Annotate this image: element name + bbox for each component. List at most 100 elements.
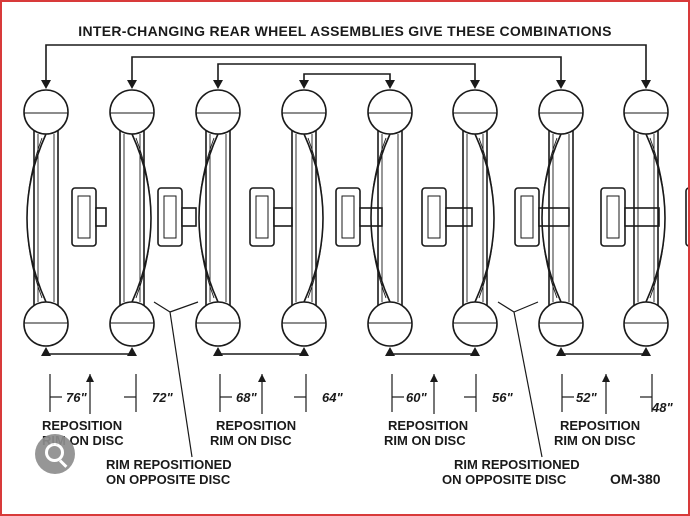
wheel-disc [303, 133, 324, 303]
tire-top [367, 89, 413, 135]
tire-top [195, 89, 241, 135]
dimension-label: 60" [406, 390, 427, 405]
wheel-assemblies [23, 89, 688, 347]
hub-flange [163, 195, 177, 239]
axle-shaft [445, 207, 473, 227]
tire-bottom [452, 301, 498, 347]
wheel-disc-inner [26, 137, 43, 299]
wheel-assembly [452, 89, 570, 347]
reposition-label: REPOSITION [560, 418, 640, 433]
wheel-disc-inner [307, 137, 324, 299]
reposition-label: REPOSITION [216, 418, 296, 433]
connector-line [45, 353, 133, 355]
wheel-disc [198, 133, 219, 303]
wheel-assembly [23, 89, 107, 347]
arrow-head [470, 80, 480, 89]
hub-flange [520, 195, 534, 239]
arrow-head [556, 347, 566, 356]
wheel-disc-inner [649, 137, 666, 299]
tire-top [538, 89, 584, 135]
connector-line [389, 353, 476, 355]
axle-shaft [95, 207, 107, 227]
hub-flange [341, 195, 355, 239]
repositioned-label: ON OPPOSITE DISC [442, 472, 567, 487]
arrow-head [127, 347, 137, 356]
connector-line [303, 73, 391, 80]
tire-bottom [281, 301, 327, 347]
connector-line [45, 44, 647, 80]
arrow-head [41, 347, 51, 356]
wheel-assembly [623, 89, 688, 347]
dimension-label: 56" [492, 390, 513, 405]
wheel-assembly [109, 89, 197, 347]
leader-line [513, 301, 539, 313]
arrow-head [470, 347, 480, 356]
wheel-disc [26, 133, 47, 303]
interchange-arrows [41, 44, 653, 458]
figure-code: OM-380 [610, 471, 661, 487]
wheel-disc [131, 133, 152, 303]
wheel-disc-inner [198, 137, 215, 299]
search-lens [45, 443, 64, 462]
tire-bottom [109, 301, 155, 347]
arrow-head [127, 80, 137, 89]
search-handle [58, 459, 68, 468]
reposition-label: REPOSITION [42, 418, 122, 433]
tire-top [623, 89, 669, 135]
axle-shaft [273, 207, 293, 227]
wheel-disc-inner [541, 137, 558, 299]
connector-line [560, 353, 647, 355]
repositioned-label: ON OPPOSITE DISC [106, 472, 231, 487]
hub [685, 187, 688, 247]
dimension-label: 52" [576, 390, 597, 405]
hub-flange [427, 195, 441, 239]
tire-top [452, 89, 498, 135]
tire-top [23, 89, 69, 135]
arrow-head [385, 80, 395, 89]
connector-line [131, 56, 562, 80]
search-icon[interactable] [35, 434, 75, 474]
wheel-assembly [281, 89, 383, 347]
axle-shaft [181, 207, 197, 227]
wheel-disc-inner [135, 137, 152, 299]
arrow-head [41, 80, 51, 89]
tire-top [281, 89, 327, 135]
dimension-label: 76" [66, 390, 87, 405]
tire-top [109, 89, 155, 135]
dimension-label: 48" [651, 400, 673, 415]
leader-line [497, 301, 543, 458]
dimension-label: 68" [236, 390, 257, 405]
arrow-head [299, 80, 309, 89]
reposition-label: REPOSITION [388, 418, 468, 433]
repositioned-label: RIM REPOSITIONED [454, 457, 580, 472]
arrow-head [299, 347, 309, 356]
arrow-head [86, 374, 94, 382]
diagram-title: INTER-CHANGING REAR WHEEL ASSEMBLIES GIV… [78, 23, 611, 39]
leader-line [153, 301, 193, 458]
wheel-assembly [367, 89, 473, 347]
tire-bottom [195, 301, 241, 347]
arrow-head [602, 374, 610, 382]
arrow-head [556, 80, 566, 89]
connector-line [217, 353, 305, 355]
wheel-disc-inner [370, 137, 387, 299]
axle-shaft [538, 207, 570, 227]
arrow-head [258, 374, 266, 382]
arrow-head [430, 374, 438, 382]
wheel-disc [474, 133, 495, 303]
leader-line [169, 301, 199, 313]
dimension-label: 64" [322, 390, 343, 405]
reposition-label: RIM ON DISC [210, 433, 292, 448]
tire-bottom [23, 301, 69, 347]
reposition-label: RIM ON DISC [554, 433, 636, 448]
arrow-head [641, 80, 651, 89]
repositioned-label: RIM REPOSITIONED [106, 457, 232, 472]
hub-flange [606, 195, 620, 239]
tire-bottom [538, 301, 584, 347]
arrow-head [385, 347, 395, 356]
hub-flange [255, 195, 269, 239]
wheel-assembly [538, 89, 660, 347]
arrow-head [641, 347, 651, 356]
